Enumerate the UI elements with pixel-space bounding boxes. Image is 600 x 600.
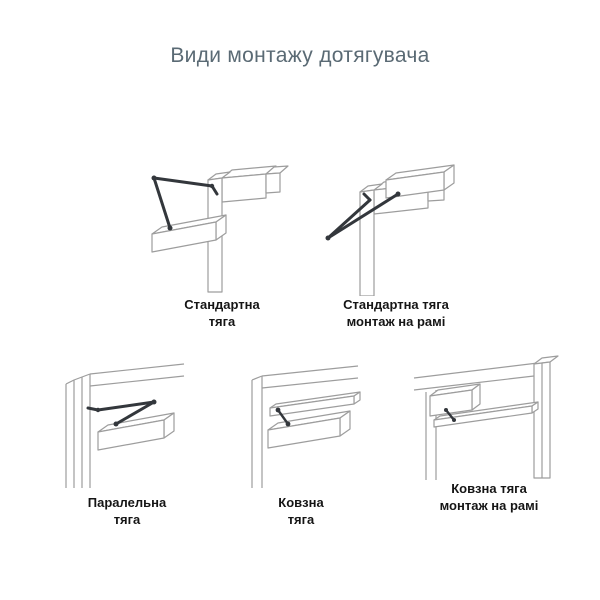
caption-line: монтаж на рамі: [439, 498, 539, 513]
caption-line: Ковзна: [278, 495, 324, 510]
standard-arm-frame-mount-illustration: [325, 164, 455, 296]
door-frame: [251, 365, 359, 488]
figure-slide-arm-frame-mount: [402, 332, 567, 484]
figure-caption-slide-arm-frame-mount: Ковзна тяга монтаж на рамі: [399, 480, 579, 514]
caption-line: тяга: [113, 512, 141, 527]
figure-caption-parallel-arm: Паралельна тяга: [57, 494, 197, 528]
figure-standard-arm-frame-mount: [300, 144, 470, 296]
closer-arm: [86, 399, 157, 427]
page-title: Види монтажу дотягувача: [170, 44, 430, 67]
caption-line: Паралельна: [87, 495, 167, 510]
figure-caption-slide-arm: Ковзна тяга: [231, 494, 371, 528]
slide-rail: [433, 401, 539, 428]
closer-body: [267, 410, 351, 449]
slide-arm-frame-mount-illustration: [413, 355, 559, 480]
figure-caption-standard-arm-frame-mount: Стандартна тяга монтаж на рамі: [306, 296, 486, 330]
figure-caption-standard-arm: Стандартна тяга: [152, 296, 292, 330]
caption-line: Ковзна тяга: [451, 481, 527, 496]
closer-arm: [325, 191, 401, 241]
closer-body: [385, 164, 455, 199]
closer-body: [429, 383, 481, 417]
closer-arm: [444, 408, 456, 422]
closer-body: [97, 412, 175, 451]
caption-line: монтаж на рамі: [346, 314, 446, 329]
figure-standard-arm: [120, 146, 290, 294]
parallel-arm-illustration: [65, 363, 185, 488]
caption-line: Стандартна: [184, 297, 260, 312]
caption-line: Стандартна тяга: [343, 297, 449, 312]
closer-arm: [275, 407, 291, 427]
figure-parallel-arm: [52, 342, 202, 490]
figure-slide-arm: [226, 342, 376, 490]
slide-rail: [269, 391, 361, 417]
door-frame: [65, 363, 185, 488]
door-frame: [221, 165, 289, 203]
caption-line: тяга: [287, 512, 315, 527]
closer-arm: [151, 175, 219, 231]
slide-arm-illustration: [251, 365, 361, 488]
door-frame: [413, 355, 559, 480]
standard-arm-illustration: [151, 165, 289, 293]
caption-line: тяга: [208, 314, 236, 329]
